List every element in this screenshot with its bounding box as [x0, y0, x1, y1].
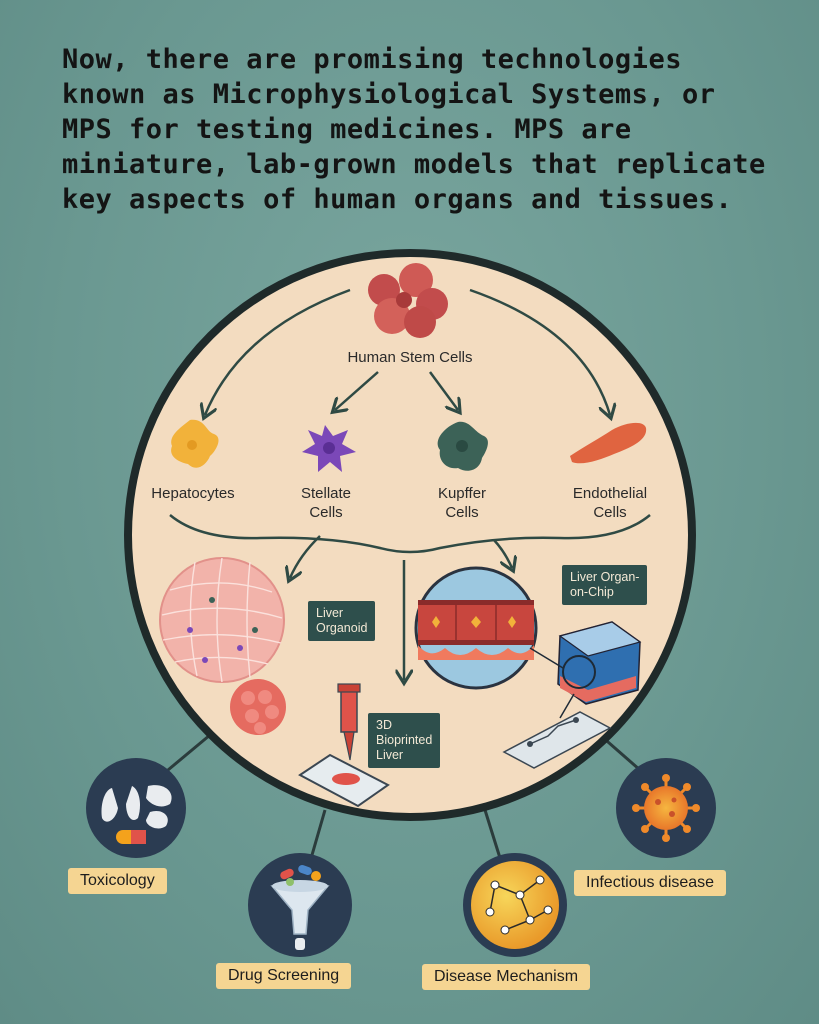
hepatocyte-icon — [171, 419, 219, 468]
bioprinted-liver-tag: 3D Bioprinted Liver — [368, 713, 441, 768]
stellate-cells-label: Stellate Cells — [300, 485, 352, 521]
main-circle — [124, 249, 696, 821]
stem-cells-label: Human Stem Cells — [347, 349, 473, 366]
drug-screening-label: Drug Screening — [216, 963, 352, 989]
differentiation-arrows — [205, 288, 610, 415]
model-arrows — [290, 535, 512, 680]
toxicology-label: Toxicology — [68, 868, 167, 894]
organ-on-chip-icon — [414, 566, 642, 769]
liver-organoid-tag: Liver Organoid — [308, 601, 376, 641]
hepatocytes-label: Hepatocytes — [151, 485, 235, 502]
organs-icon — [86, 758, 186, 858]
bioprinter-icon — [298, 683, 390, 808]
headline-text: Now, there are promising technologies kn… — [62, 44, 766, 215]
network-icon — [463, 853, 567, 957]
virus-icon — [616, 758, 716, 858]
pills-funnel-icon — [248, 853, 352, 957]
stellate-cell-icon — [302, 425, 356, 472]
organ-on-chip-tag: Liver Organ- on-Chip — [562, 565, 648, 605]
organoid-icon — [159, 557, 286, 735]
endothelial-cells-label: Endothelial Cells — [572, 485, 648, 521]
stem-cell-cluster-icon — [368, 263, 448, 338]
infectious-disease-label: Infectious disease — [574, 870, 727, 896]
endothelial-cell-icon — [570, 422, 647, 464]
disease-mechanism-label: Disease Mechanism — [422, 964, 591, 990]
merge-bracket — [169, 514, 651, 554]
kupffer-cells-label: Kupffer Cells — [437, 485, 487, 521]
kupffer-cell-icon — [437, 421, 488, 471]
